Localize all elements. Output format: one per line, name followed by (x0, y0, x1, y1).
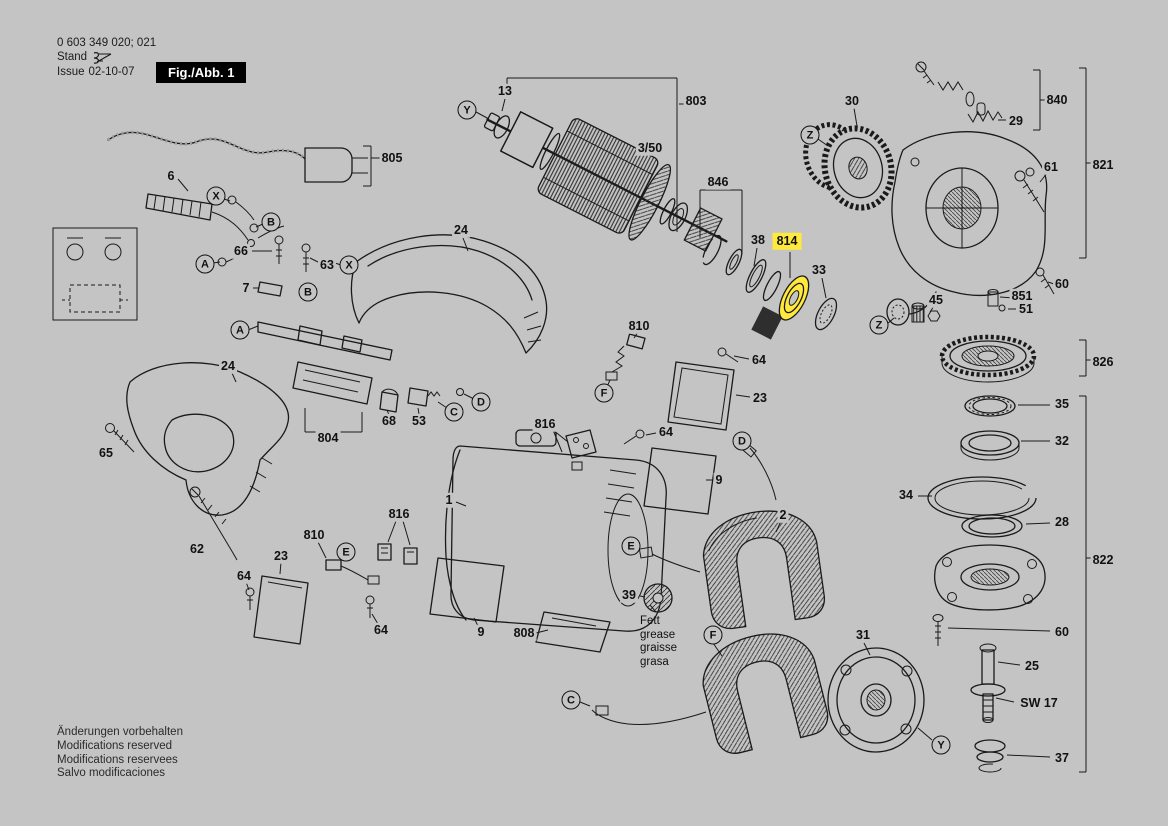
doc-number: 0 603 349 020; 021 (57, 37, 157, 49)
part-label-SW-17: SW 17 (1018, 695, 1060, 711)
part-label-63: 63 (318, 257, 336, 273)
callout-E: E (621, 536, 641, 556)
footer-block: Änderungen vorbehalten Modifications res… (57, 726, 183, 781)
part-label-28: 28 (1053, 514, 1071, 530)
part-label-60: 60 (1053, 624, 1071, 640)
part-label-68: 68 (380, 413, 398, 429)
footer-line-de: Änderungen vorbehalten (57, 726, 183, 738)
callout-D: D (732, 431, 752, 451)
part-label-816: 816 (532, 416, 558, 432)
part-label-9: 9 (713, 472, 725, 488)
callout-X: X (206, 186, 226, 206)
part-label-24: 24 (452, 222, 470, 238)
grease-line-fr: graisse (640, 642, 678, 655)
footer-line-es: Salvo modificaciones (57, 767, 166, 780)
callout-F: F (594, 383, 614, 403)
part-label-31: 31 (854, 627, 872, 643)
part-label-840: 840 (1044, 92, 1070, 108)
part-label-39: 39 (620, 587, 638, 603)
part-label-810: 810 (626, 318, 652, 334)
part-label-1: 1 (443, 492, 455, 508)
header-block: 0 603 349 020; 021 Stand Issue 02-10-07 (57, 36, 156, 79)
part-label-62: 62 (188, 541, 206, 557)
part-label-61: 61 (1042, 159, 1060, 175)
stand-label: Stand (57, 51, 88, 64)
footer-line-en: Modifications reserved (57, 739, 173, 752)
callout-F: F (703, 625, 723, 645)
grease-line-de: Fett (640, 615, 660, 627)
part-label-51: 51 (1017, 301, 1035, 317)
part-label-64: 64 (657, 424, 675, 440)
superseded-date-icon (93, 51, 112, 64)
part-label-846: 846 (705, 174, 731, 190)
figure-label: Fig./Abb. 1 (156, 62, 247, 83)
part-label-24: 24 (219, 358, 237, 374)
part-label-814: 814 (772, 232, 802, 250)
callout-C: C (561, 690, 581, 710)
callout-X: X (339, 255, 359, 275)
part-label-32: 32 (1053, 433, 1071, 449)
part-label-808: 808 (511, 625, 537, 641)
issue-label: Issue (57, 65, 85, 78)
part-label-64: 64 (750, 352, 768, 368)
part-label-816: 816 (386, 506, 412, 522)
part-label-53: 53 (410, 413, 428, 429)
part-label-23: 23 (272, 548, 290, 564)
callout-Y: Y (457, 100, 477, 120)
part-label-60: 60 (1053, 276, 1071, 292)
part-label-9: 9 (475, 624, 487, 640)
part-label-826: 826 (1090, 354, 1116, 370)
grease-note: Fett grease graisse grasa (640, 615, 677, 669)
grease-line-es: grasa (640, 655, 669, 668)
part-label-35: 35 (1053, 396, 1071, 412)
part-label-810: 810 (301, 527, 327, 543)
callout-E: E (336, 542, 356, 562)
part-label-805: 805 (379, 150, 405, 166)
part-label-66: 66 (232, 243, 250, 259)
part-label-821: 821 (1090, 157, 1116, 173)
part-label-45: 45 (927, 292, 945, 308)
part-label-822: 822 (1090, 552, 1116, 568)
part-label-851: 851 (1009, 288, 1035, 304)
callout-D: D (471, 392, 491, 412)
grease-line-en: grease (640, 628, 676, 641)
footer-line-fr: Modifications reservees (57, 753, 178, 766)
part-label-64: 64 (372, 622, 390, 638)
callout-C: C (444, 402, 464, 422)
part-label-30: 30 (843, 93, 861, 109)
part-label-804: 804 (315, 430, 341, 446)
part-label-37: 37 (1053, 750, 1071, 766)
part-label-64: 64 (235, 568, 253, 584)
part-label-7: 7 (240, 280, 252, 296)
callout-B: B (298, 282, 318, 302)
part-label-25: 25 (1023, 658, 1041, 674)
callout-A: A (230, 320, 250, 340)
callout-A: A (195, 254, 215, 274)
callout-Z: Z (800, 125, 820, 145)
part-label-13: 13 (496, 83, 514, 99)
callout-Y: Y (931, 735, 951, 755)
issue-date: 02-10-07 (88, 65, 135, 78)
part-label-3-50: 3/50 (635, 140, 665, 156)
part-label-803: 803 (683, 93, 709, 109)
part-label-33: 33 (810, 262, 828, 278)
part-label-29: 29 (1007, 113, 1025, 129)
callout-B: B (261, 212, 281, 232)
callout-Z: Z (869, 315, 889, 335)
part-label-38: 38 (749, 232, 767, 248)
part-label-6: 6 (165, 168, 177, 184)
part-label-2: 2 (777, 507, 789, 523)
part-label-23: 23 (751, 390, 769, 406)
part-label-34: 34 (897, 487, 915, 503)
part-label-65: 65 (97, 445, 115, 461)
